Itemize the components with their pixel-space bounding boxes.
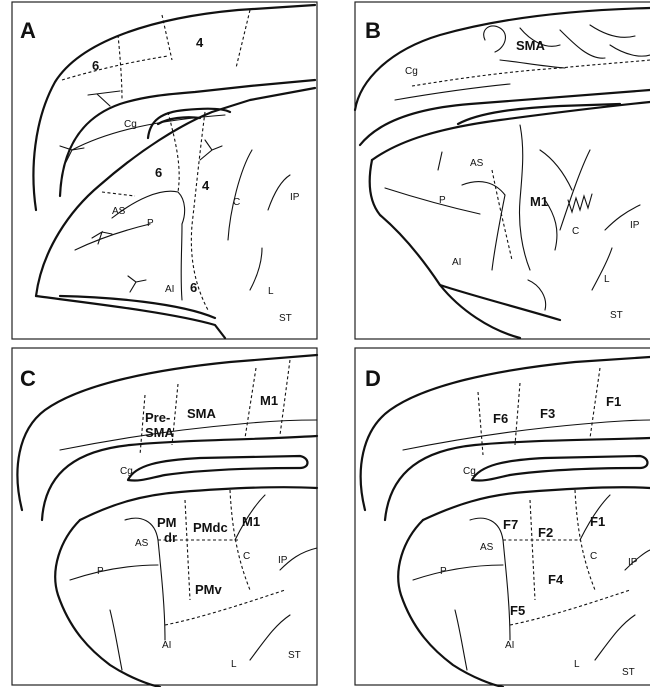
panel-a-sulcus-cg: Cg xyxy=(124,119,137,130)
panel-d-sulcus-ai: AI xyxy=(505,640,514,651)
panel-b-sulcus-l: L xyxy=(604,274,610,285)
panel-a-sulcus-st: ST xyxy=(279,313,292,324)
panel-c-sulcus-l: L xyxy=(231,659,237,670)
panel-d-area-f5: F5 xyxy=(510,603,525,618)
panel-a-area-6-ventral: 6 xyxy=(190,280,197,295)
panel-d-area-f7: F7 xyxy=(503,517,518,532)
panel-a-area-4-medial: 4 xyxy=(196,35,204,50)
panel-a: A 6 4 6 4 6 xyxy=(12,2,317,339)
panel-b-sulcus-cg: Cg xyxy=(405,66,418,77)
panel-c-sulcus-p: P xyxy=(97,566,104,577)
panel-b: B SMA M1 Cg AS P C IP AI L ST xyxy=(355,2,650,339)
panel-d-sulcus-cg: Cg xyxy=(463,466,476,477)
panel-d-sulcus-st: ST xyxy=(622,667,635,678)
panel-a-label: A xyxy=(20,18,36,43)
panel-d-area-f3: F3 xyxy=(540,406,555,421)
panel-b-sulcus-ai: AI xyxy=(452,257,461,268)
panel-c-label: C xyxy=(20,366,36,391)
panel-d-area-f6: F6 xyxy=(493,411,508,426)
panel-a-area-4-lateral: 4 xyxy=(202,178,210,193)
panel-d-area-f1-medial: F1 xyxy=(606,394,621,409)
panel-c-area-m1-lateral: M1 xyxy=(242,514,260,529)
panel-c-area-pmdr-1: PM xyxy=(157,515,177,530)
panel-c-area-pmv: PMv xyxy=(195,582,223,597)
panel-a-sulcus-c: C xyxy=(233,197,240,208)
panel-d-sulcus-ip: IP xyxy=(628,557,638,568)
panel-d-area-f2: F2 xyxy=(538,525,553,540)
panel-b-area-sma: SMA xyxy=(516,38,546,53)
panel-b-sulcus-st: ST xyxy=(610,310,623,321)
panel-c-area-pmdc: PMdc xyxy=(193,520,228,535)
panel-a-sulcus-as: AS xyxy=(112,206,126,217)
panel-c-area-sma: SMA xyxy=(187,406,217,421)
panel-a-area-6-dorsal: 6 xyxy=(155,165,162,180)
panel-b-sulcus-ip: IP xyxy=(630,220,640,231)
panel-d: D F6 F3 F1 F1 F7 F2 F4 F5 Cg AS P C IP A xyxy=(355,348,650,687)
panel-c-area-presma-1: Pre- xyxy=(145,410,170,425)
panel-c-sulcus-cg: Cg xyxy=(120,466,133,477)
panel-a-sulcus-ai: AI xyxy=(165,284,174,295)
panel-c: C Pre- SMA SMA M1 M1 PM dr PMdc PMv Cg A… xyxy=(12,348,317,687)
panel-b-label: B xyxy=(365,18,381,43)
panel-b-sulcus-as: AS xyxy=(470,158,484,169)
panel-d-area-f4: F4 xyxy=(548,572,564,587)
panel-a-area-6-medial: 6 xyxy=(92,58,99,73)
panel-d-sulcus-l: L xyxy=(574,659,580,670)
panel-b-sulcus-c: C xyxy=(572,226,579,237)
panel-b-sulcus-p: P xyxy=(439,195,446,206)
panel-a-sulcus-l: L xyxy=(268,286,274,297)
panel-b-area-m1: M1 xyxy=(530,194,548,209)
panel-d-sulcus-c: C xyxy=(590,551,597,562)
panel-a-sulcus-ip: IP xyxy=(290,192,300,203)
panel-c-sulcus-as: AS xyxy=(135,538,149,549)
panel-c-area-pmdr-2: dr xyxy=(164,530,177,545)
panel-d-area-f1-lateral: F1 xyxy=(590,514,605,529)
panel-c-area-m1-medial: M1 xyxy=(260,393,278,408)
panel-c-sulcus-ip: IP xyxy=(278,555,288,566)
panel-c-area-presma-2: SMA xyxy=(145,425,175,440)
panel-c-sulcus-st: ST xyxy=(288,650,301,661)
panel-c-sulcus-c: C xyxy=(243,551,250,562)
panel-a-sulcus-p: P xyxy=(147,218,154,229)
panel-d-sulcus-as: AS xyxy=(480,542,494,553)
panel-d-sulcus-p: P xyxy=(440,566,447,577)
panel-c-sulcus-ai: AI xyxy=(162,640,171,651)
panel-d-label: D xyxy=(365,366,381,391)
